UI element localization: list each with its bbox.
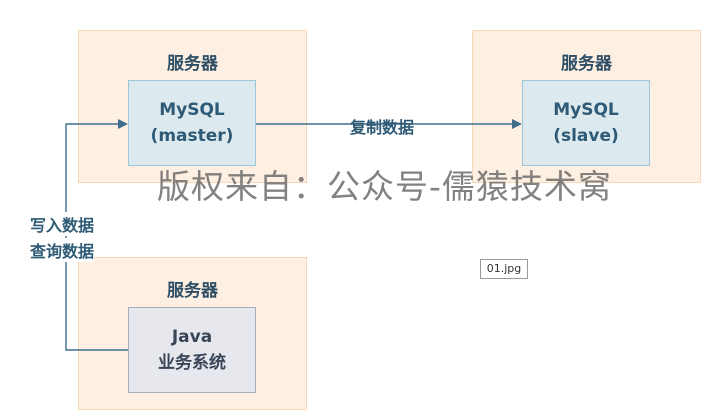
node-role: 业务系统 (158, 353, 226, 373)
watermark-text: 版权来自：公众号-儒猿技术窝 (157, 167, 612, 206)
write-data-label: 写入数据 (30, 212, 95, 236)
server-title: 服务器 (561, 54, 612, 74)
node-name: Java (171, 327, 213, 347)
filename-tag: 01.jpg (480, 259, 528, 279)
node-name: MySQL (553, 100, 619, 120)
node-role: (master) (150, 126, 234, 146)
replication-label: 复制数据 (350, 118, 415, 137)
java-app-node: Java 业务系统 (128, 307, 256, 393)
node-role: (slave) (553, 126, 619, 146)
mysql-slave-node: MySQL (slave) (522, 80, 650, 166)
node-name: MySQL (159, 100, 225, 120)
mysql-master-node: MySQL (master) (128, 80, 256, 166)
query-data-label: 查询数据 (30, 238, 95, 262)
server-title: 服务器 (167, 54, 218, 74)
server-title: 服务器 (167, 281, 218, 301)
app-to-master-arrow (65, 119, 128, 351)
